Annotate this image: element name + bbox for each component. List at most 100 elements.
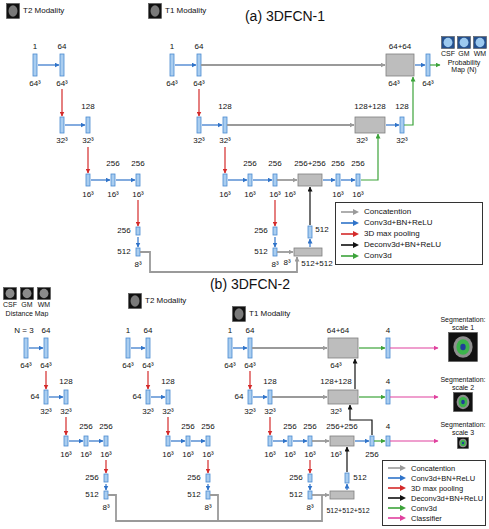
icon-row [439, 392, 487, 412]
legend-sample [387, 474, 407, 482]
node-text: Segmentation: scale 2 [439, 376, 487, 391]
operation-arrow [49, 396, 63, 397]
legend-row: Concatention [387, 463, 481, 473]
feature-map [386, 436, 390, 446]
dimension-label: 16³ [264, 451, 276, 459]
concat-line [201, 64, 385, 66]
dimension-label: 64³ [388, 80, 400, 88]
concat-line [277, 251, 293, 253]
legend-text: Conv3d+BN+ReLU [411, 474, 475, 483]
concat-line [272, 396, 327, 398]
dimension-label: 256+256 [294, 160, 325, 168]
operation-arrow [274, 200, 275, 226]
operation-arrow [87, 147, 88, 173]
operation-arrow [273, 440, 287, 441]
legend-sample [340, 208, 360, 216]
icon-frame [458, 37, 471, 49]
dimension-label: 64 [195, 43, 204, 51]
dimension-label: 512 [315, 226, 328, 234]
feature-map [206, 436, 210, 446]
dimension-label: 64³ [122, 362, 134, 370]
concat-line [140, 252, 297, 272]
dimension-label: 64 [144, 327, 153, 335]
legend-sample-head [400, 485, 406, 491]
node-text: Probability Map (N) [441, 59, 487, 74]
feature-map [136, 227, 140, 235]
dimension-label: 128+128 [354, 103, 385, 111]
dimension-label: 128 [81, 103, 94, 111]
dimension-label: 32³ [60, 408, 72, 416]
legend-text: Concatention [411, 464, 455, 473]
brain-shape [151, 5, 160, 17]
brain-core [461, 400, 465, 404]
icon-frame [233, 307, 246, 322]
icon-frame [21, 288, 34, 300]
dimension-label: 256 [131, 160, 144, 168]
legend-text: Conv3d+BN+ReLU [364, 218, 432, 227]
dimension-label: 16³ [284, 191, 296, 199]
dimension-label: 1 [228, 327, 232, 335]
legend-text: 3D max pooling [411, 484, 463, 493]
feature-map [268, 436, 272, 446]
legend-sample-head [353, 242, 359, 248]
legend-sample-line [341, 211, 354, 213]
operation-arrow [249, 371, 250, 389]
dimension-label: 64³ [244, 362, 256, 370]
legend-row: Conv3d [340, 250, 478, 261]
feature-map [197, 117, 201, 133]
feature-map [206, 474, 210, 482]
dimension-label: 16³ [269, 191, 281, 199]
operation-arrow [269, 417, 270, 435]
brain-shape [444, 38, 453, 47]
feature-map [336, 174, 340, 186]
dimension-label: 8³ [283, 259, 290, 267]
legend-sample [340, 219, 360, 227]
operation-arrow [253, 179, 272, 180]
probability-maps: CSFGMWMProbability Map (N) [441, 36, 487, 74]
operation-arrow [390, 347, 438, 348]
icon-frame [38, 288, 51, 300]
operation-arrow [137, 237, 138, 247]
feature-map [64, 390, 68, 404]
icon-frame [149, 4, 162, 19]
node-text: GM [457, 50, 471, 58]
dimension-label: 512+512+512 [326, 507, 369, 514]
operation-arrow [105, 460, 106, 473]
feature-map [386, 390, 390, 404]
feature-map [268, 390, 272, 404]
concat-line [227, 124, 354, 126]
concat-feature-map [328, 390, 358, 404]
dimension-label: 256 [106, 160, 119, 168]
legend-text: Conv3d [364, 251, 392, 260]
feature-map [308, 491, 312, 499]
dimension-label: 64³ [330, 362, 342, 370]
feature-map [104, 436, 108, 446]
operation-arrow [359, 347, 385, 348]
dimension-label: 16³ [132, 191, 144, 199]
dimension-label: 128+128 [320, 378, 351, 386]
brain-shape [23, 289, 32, 298]
legend-sample-line [341, 244, 354, 246]
feature-map [308, 436, 312, 446]
subfigure-title: (a) 3DFCN-1 [245, 9, 325, 23]
operation-arrow [309, 187, 310, 225]
concat-feature-map [330, 436, 354, 446]
operation-arrow [89, 440, 103, 441]
legend-sample-head [353, 209, 359, 215]
node-text: WM [473, 50, 487, 58]
operation-arrow [137, 200, 138, 226]
legend-sample [340, 252, 360, 260]
modality-icon [232, 306, 246, 322]
dimension-label: 32³ [193, 137, 205, 145]
dimension-label: 64³ [193, 80, 205, 88]
operation-arrow [116, 179, 135, 180]
dimension-label: 256 [187, 474, 200, 482]
feature-map [146, 338, 150, 358]
dimension-label: 16³ [219, 191, 231, 199]
operation-arrow [341, 179, 355, 180]
dimension-label: 16³ [182, 451, 194, 459]
dimension-label: 16³ [100, 451, 112, 459]
dimension-label: 512 [353, 474, 366, 482]
node-text: T1 Modality [249, 310, 290, 319]
concat-feature-map [386, 54, 414, 76]
